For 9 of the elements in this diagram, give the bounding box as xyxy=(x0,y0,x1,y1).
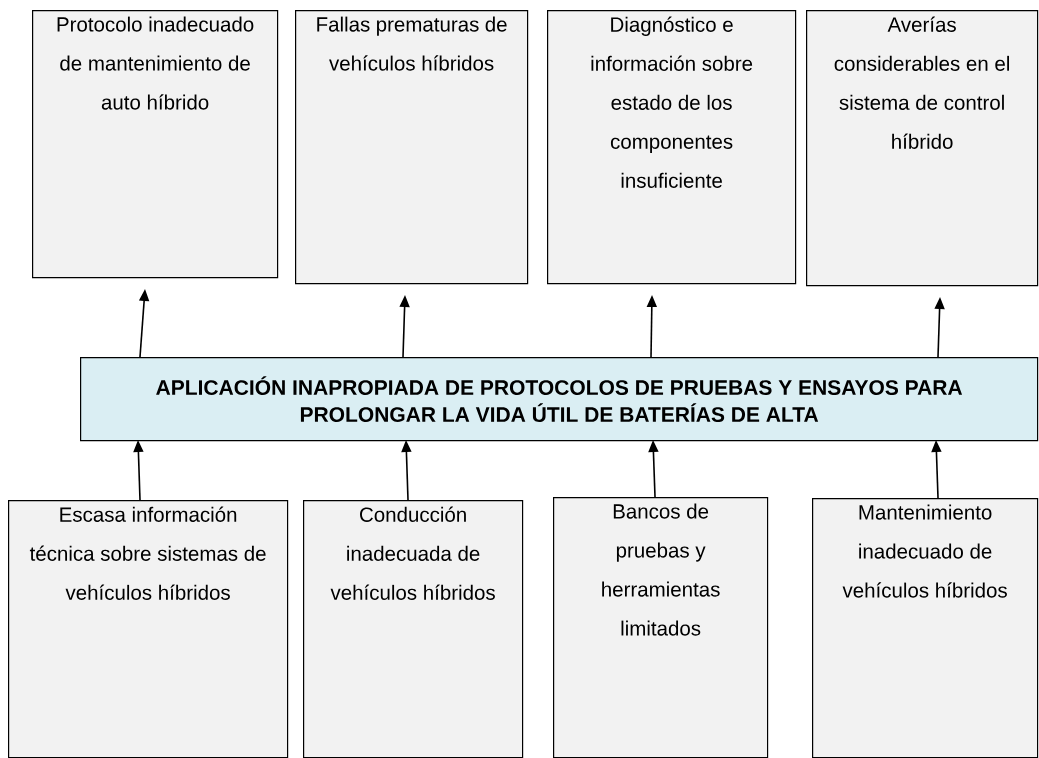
effect-box: Averías considerables en el sistema de control híbrido xyxy=(806,10,1039,287)
problem-box: APLICACIÓN INAPROPIADA DE PROTOCOLOS DE PRUEBAS Y ENSAYOS PARA PROLONGAR LA VIDA ÚTIL DE BATERÍAS DE ALTA xyxy=(80,357,1039,442)
effect-box: Diagnóstico e información sobre estado de los componentes insuficiente xyxy=(547,10,797,285)
effect-box: Protocolo inadecuado de mantenimiento de auto híbrido xyxy=(32,10,279,279)
cause-box: Mantenimiento inadecuado de vehículos híbridos xyxy=(812,498,1039,758)
cause-box: Bancos de pruebas y herramientas limitados xyxy=(553,497,769,758)
effect-box: Fallas prematuras de vehículos híbridos xyxy=(295,10,529,285)
cause-box: Conducción inadecuada de vehículos híbridos xyxy=(303,500,524,758)
cause-box: Escasa información técnica sobre sistemas de vehículos híbridos xyxy=(8,500,289,758)
